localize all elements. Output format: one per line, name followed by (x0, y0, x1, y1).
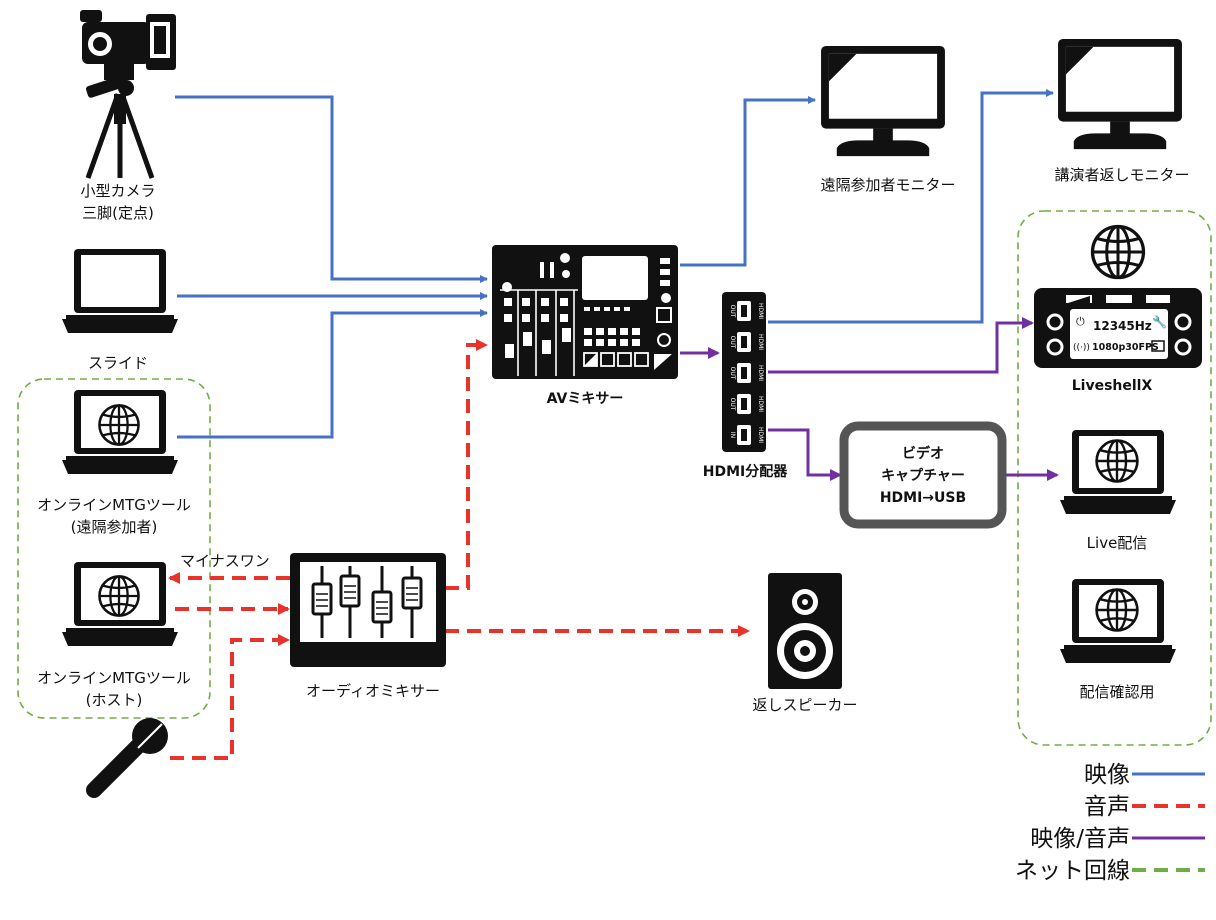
live-label: Live配信 (1087, 534, 1148, 552)
video-camera-icon (80, 10, 176, 179)
legend-label: 映像/音声 (1030, 826, 1130, 852)
audio-lines (168, 339, 750, 760)
signal-icon: ((·)) (1073, 343, 1090, 353)
remote-monitor-label: 遠隔参加者モニター (820, 176, 955, 194)
audio-mixer-label: オーディオミキサー (306, 682, 440, 700)
hdmi-port-direction: OUT (729, 367, 736, 380)
hdmi-port-direction: OUT (729, 336, 736, 349)
video-lines (175, 89, 1054, 439)
legend-label: ネット回線 (1015, 858, 1130, 884)
net-zone-left (17, 378, 211, 719)
online-remote-label-2: (遠隔参加者) (71, 518, 158, 536)
capture-label-1: ビデオ (902, 445, 944, 462)
hdmi-port-slot (741, 429, 747, 441)
camera-label-1: 小型カメラ (80, 182, 155, 200)
monitor-icon (821, 45, 945, 157)
globe-icon (98, 404, 140, 446)
hdmi-port-type: HDMI (757, 396, 764, 412)
hdmi-port-type: HDMI (757, 427, 764, 443)
liveshellx-device: ⏻ 12345Hz 🔧 ((·)) 1080p30FPS (1034, 288, 1202, 368)
return-speaker-label: 返しスピーカー (752, 696, 857, 714)
liveshell-freq: 12345Hz (1093, 319, 1152, 333)
confirm-label: 配信確認用 (1079, 683, 1154, 701)
folder-icon (1151, 340, 1165, 352)
globe-icon (1095, 588, 1139, 632)
legend-label: 音声 (1084, 794, 1130, 820)
globe-icon (98, 575, 140, 617)
video-capture-box: ビデオ キャプチャー HDMI→USB (839, 421, 1007, 529)
online-host-label-2: (ホスト) (86, 691, 143, 709)
legend-label: 映像 (1084, 762, 1130, 788)
capture-label-2: キャプチャー (881, 468, 965, 484)
hdmi-port-direction: OUT (729, 305, 736, 318)
speaker-icon (768, 573, 842, 689)
audio-mixer-icon (290, 553, 446, 667)
online-host-label-1: オンラインMTGツール (37, 669, 191, 687)
camera-label-2: 三脚(定点) (82, 204, 154, 222)
av-mixer-icon (492, 245, 678, 379)
globe-icon (1095, 439, 1139, 483)
wrench-icon: 🔧 (1152, 314, 1167, 329)
slide-label: スライド (88, 354, 148, 372)
microphone-icon (86, 718, 168, 798)
hdmi-splitter: OUT HDMI OUT HDMI OUT HDMI OUT HDMI IN HDMI (722, 292, 766, 452)
hdmi-port-type: HDMI (757, 365, 764, 381)
hdmi-port-direction: IN (729, 432, 736, 438)
hdmi-port-direction: OUT (729, 398, 736, 411)
hdmi-port-slot (741, 398, 747, 410)
av-mixer-label: AVミキサー (547, 391, 624, 407)
capture-label-3: HDMI→USB (880, 490, 966, 506)
hdmi-port-slot (741, 305, 747, 317)
hdmi-port-slot (741, 336, 747, 348)
speaker-monitor-label: 講演者返しモニター (1054, 166, 1189, 184)
monitor-icon (1058, 38, 1182, 150)
laptop-icon (62, 249, 178, 333)
liveshell-fps: 1080p30FPS (1092, 342, 1159, 353)
liveshell-label: LiveshellX (1072, 378, 1153, 394)
hdmi-port-type: HDMI (757, 303, 764, 319)
minus-one-label: マイナスワン (180, 552, 270, 570)
online-remote-label-1: オンラインMTGツール (37, 496, 191, 514)
hdmi-port-type: HDMI (757, 334, 764, 350)
av-lines (680, 317, 1059, 481)
globe-icon (1090, 224, 1146, 280)
power-icon: ⏻ (1076, 315, 1085, 328)
net-zone-right (1017, 210, 1212, 746)
hdmi-port-slot (741, 367, 747, 379)
hdmi-splitter-label: HDMI分配器 (703, 464, 788, 480)
